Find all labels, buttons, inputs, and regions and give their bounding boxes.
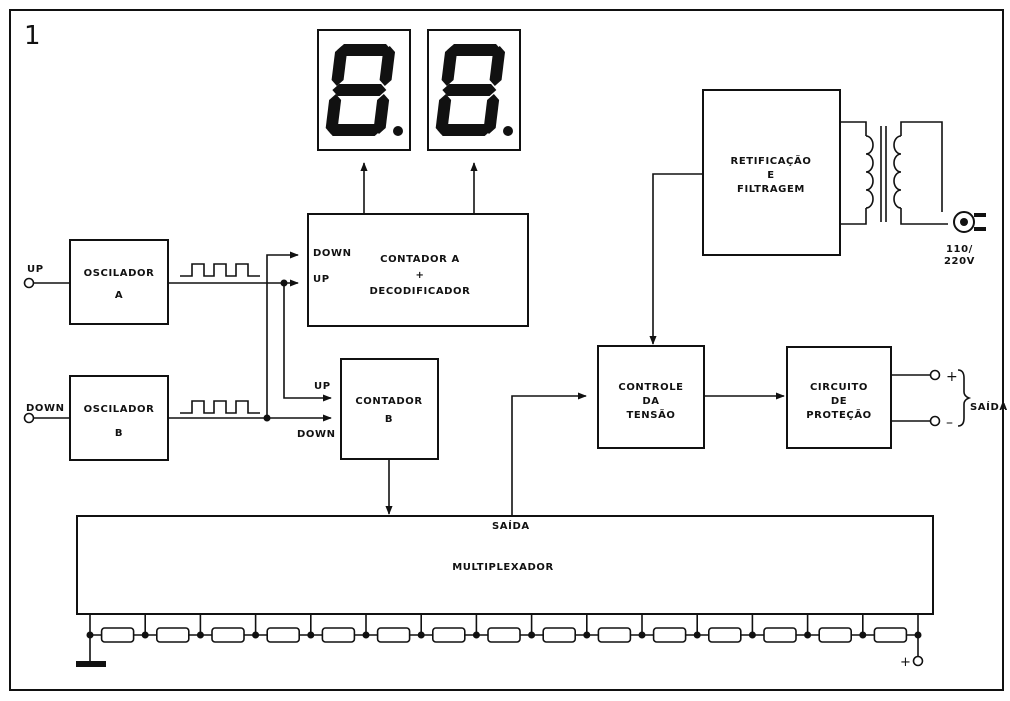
resistor	[763, 627, 797, 643]
resistor	[707, 627, 742, 643]
display-digit-2	[427, 29, 521, 151]
resistor	[873, 627, 908, 643]
svg-text:FILTRAGEM: FILTRAGEM	[737, 184, 805, 195]
ladder-node	[141, 631, 149, 639]
square-wave-b	[180, 400, 260, 414]
svg-text:DECODIFICADOR: DECODIFICADOR	[370, 286, 471, 297]
svg-text:TENSÃO: TENSÃO	[626, 408, 675, 421]
svg-text:OSCILADOR: OSCILADOR	[84, 268, 155, 279]
multiplexer-output-pin: SAÍDA	[492, 519, 530, 532]
counter-a-block: CONTADOR A + DECODIFICADOR DOWN UP	[307, 213, 529, 327]
svg-text:E: E	[767, 170, 774, 181]
ladder-node	[362, 631, 370, 639]
svg-text:+: +	[416, 270, 425, 281]
svg-text:A: A	[115, 290, 123, 301]
supply-plus-label: +	[900, 655, 911, 670]
transformer-symbol	[840, 121, 948, 225]
oscillator-b-block: OSCILADOR B	[69, 375, 169, 461]
svg-text:RETIFICAÇÃO: RETIFICAÇÃO	[731, 154, 812, 167]
figure-frame	[9, 9, 1004, 691]
mains-voltage-label: 110/	[946, 244, 973, 255]
mains-voltage-label-2: 220V	[944, 256, 975, 267]
output-label: SAÍDA	[970, 400, 1008, 413]
figure-number: 1	[24, 21, 41, 51]
resistor	[487, 627, 521, 643]
rectifier-filter-block: RETIFICAÇÃO E FILTRAGEM	[702, 89, 841, 256]
resistor	[266, 627, 301, 643]
resistor	[542, 627, 577, 643]
ladder-node	[307, 631, 315, 639]
ladder-node	[472, 631, 480, 639]
ladder-node	[859, 631, 867, 639]
resistor-ladder: +	[76, 614, 924, 670]
up-input-label: UP	[27, 264, 44, 275]
resistor	[100, 627, 135, 643]
counter-a-down-pin: DOWN	[313, 248, 352, 259]
svg-text:CONTADOR A: CONTADOR A	[380, 254, 460, 265]
resistor	[211, 627, 245, 643]
protection-circuit-block: CIRCUITO DE PROTEÇÃO	[786, 346, 892, 449]
ladder-node	[86, 631, 94, 639]
counter-b-up-pin: UP	[314, 381, 331, 392]
down-input-terminal: DOWN	[23, 403, 70, 424]
svg-text:CIRCUITO: CIRCUITO	[810, 382, 868, 393]
ladder-node	[638, 631, 646, 639]
resistor	[652, 627, 687, 643]
ladder-node	[417, 631, 425, 639]
svg-text:MULTIPLEXADOR: MULTIPLEXADOR	[452, 562, 554, 573]
resistor	[321, 627, 356, 643]
mains-plug-icon	[953, 211, 986, 233]
svg-text:OSCILADOR: OSCILADOR	[84, 404, 155, 415]
svg-text:DA: DA	[642, 396, 659, 407]
counter-b-down-pin: DOWN	[297, 429, 336, 440]
svg-text:DE: DE	[831, 396, 847, 407]
ladder-node	[914, 631, 922, 639]
output-terminals: + – SAÍDA	[891, 369, 1008, 431]
ladder-node	[583, 631, 591, 639]
svg-text:CONTROLE: CONTROLE	[618, 382, 683, 393]
ladder-node	[196, 631, 204, 639]
svg-text:CONTADOR: CONTADOR	[355, 396, 422, 407]
output-plus-label: +	[946, 369, 958, 385]
output-minus-label: –	[946, 415, 953, 431]
ladder-node	[528, 631, 536, 639]
resistor	[597, 627, 632, 643]
svg-text:B: B	[385, 414, 393, 425]
ladder-node	[748, 631, 756, 639]
square-wave-a	[180, 263, 260, 277]
resistor	[818, 627, 853, 643]
display-digit-1	[317, 29, 411, 151]
multiplexer-block: MULTIPLEXADOR SAÍDA	[76, 515, 934, 615]
svg-text:PROTEÇÃO: PROTEÇÃO	[806, 408, 872, 421]
counter-a-up-pin: UP	[313, 274, 330, 285]
oscillator-a-block: OSCILADOR A	[69, 239, 169, 325]
resistor	[376, 627, 411, 643]
resistor	[156, 627, 190, 643]
counter-b-block: CONTADOR B	[340, 358, 439, 460]
ladder-node	[252, 631, 260, 639]
down-input-label: DOWN	[26, 403, 65, 414]
ladder-node	[804, 631, 812, 639]
voltage-control-block: CONTROLE DA TENSÃO	[597, 345, 705, 449]
up-input-terminal: UP	[23, 264, 70, 289]
resistor	[431, 627, 466, 643]
svg-text:B: B	[115, 428, 123, 439]
ladder-node	[693, 631, 701, 639]
